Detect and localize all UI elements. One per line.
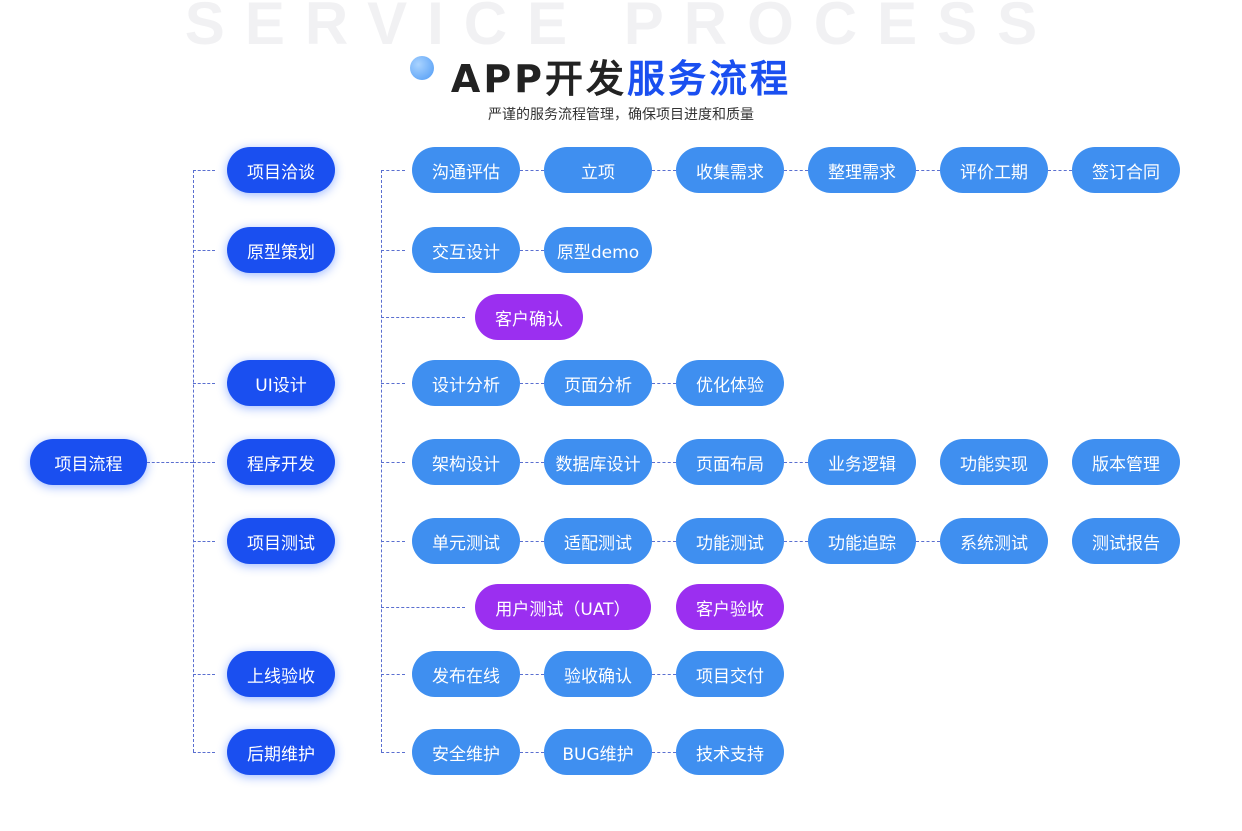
connector-line: [520, 674, 544, 675]
connector-line: [193, 752, 215, 753]
step-node: 数据库设计: [544, 439, 652, 485]
step-node: 适配测试: [544, 518, 652, 564]
connector-line: [784, 462, 808, 463]
connector-line: [652, 674, 676, 675]
connector-line: [193, 541, 215, 542]
connector-line: [652, 170, 676, 171]
connector-line: [381, 383, 405, 384]
connector-line: [784, 170, 808, 171]
stage-node: 上线验收: [227, 651, 335, 697]
trunk-line: [381, 170, 382, 752]
connector-line: [916, 170, 940, 171]
step-node: 设计分析: [412, 360, 520, 406]
stage-node: 项目洽谈: [227, 147, 335, 193]
step-node: 项目交付: [676, 651, 784, 697]
connector-line: [784, 541, 808, 542]
connector-line: [1048, 170, 1072, 171]
step-node: 收集需求: [676, 147, 784, 193]
connector-line: [381, 317, 465, 318]
connector-line: [652, 541, 676, 542]
connector-line: [520, 752, 544, 753]
trunk-line: [193, 170, 194, 752]
stage-node: 项目测试: [227, 518, 335, 564]
connector-line: [193, 674, 215, 675]
step-node: 页面布局: [676, 439, 784, 485]
connector-line: [916, 541, 940, 542]
connector-line: [520, 541, 544, 542]
watermark: SERVICE PROCESS: [184, 0, 1058, 57]
step-node: 系统测试: [940, 518, 1048, 564]
stage-node: 程序开发: [227, 439, 335, 485]
step-node: 单元测试: [412, 518, 520, 564]
connector-line: [381, 541, 405, 542]
connector-line: [193, 250, 215, 251]
step-node: 验收确认: [544, 651, 652, 697]
page-title: APP开发服务流程: [0, 58, 1242, 100]
step-node: BUG维护: [544, 729, 652, 775]
step-node: 发布在线: [412, 651, 520, 697]
connector-line: [193, 462, 215, 463]
connector-line: [652, 383, 676, 384]
step-node: 业务逻辑: [808, 439, 916, 485]
confirm-node: 用户测试（UAT）: [475, 584, 651, 630]
connector-line: [652, 752, 676, 753]
step-node: 功能测试: [676, 518, 784, 564]
step-node: 功能追踪: [808, 518, 916, 564]
step-node: 原型demo: [544, 227, 652, 273]
connector-line: [520, 383, 544, 384]
connector-line: [193, 170, 215, 171]
step-node: 整理需求: [808, 147, 916, 193]
title-blue: 服务流程: [627, 57, 792, 101]
confirm-node: 客户验收: [676, 584, 784, 630]
page-subtitle: 严谨的服务流程管理，确保项目进度和质量: [488, 107, 754, 123]
step-node: 测试报告: [1072, 518, 1180, 564]
connector-line: [520, 462, 544, 463]
connector-line: [381, 250, 405, 251]
step-node: 版本管理: [1072, 439, 1180, 485]
connector-line: [193, 383, 215, 384]
connector-line: [381, 674, 405, 675]
step-node: 技术支持: [676, 729, 784, 775]
stage-node: 原型策划: [227, 227, 335, 273]
step-node: 页面分析: [544, 360, 652, 406]
decorative-dot: [410, 56, 434, 80]
connector-line: [147, 462, 193, 463]
connector-line: [520, 250, 544, 251]
step-node: 安全维护: [412, 729, 520, 775]
connector-line: [520, 170, 544, 171]
root-node: 项目流程: [30, 439, 147, 485]
step-node: 交互设计: [412, 227, 520, 273]
step-node: 立项: [544, 147, 652, 193]
connector-line: [652, 462, 676, 463]
step-node: 沟通评估: [412, 147, 520, 193]
title-dark: APP开发: [450, 57, 628, 101]
connector-line: [381, 170, 405, 171]
confirm-node: 客户确认: [475, 294, 583, 340]
step-node: 优化体验: [676, 360, 784, 406]
step-node: 功能实现: [940, 439, 1048, 485]
connector-line: [381, 607, 465, 608]
step-node: 评价工期: [940, 147, 1048, 193]
connector-line: [381, 752, 405, 753]
step-node: 架构设计: [412, 439, 520, 485]
stage-node: 后期维护: [227, 729, 335, 775]
connector-line: [381, 462, 405, 463]
stage-node: UI设计: [227, 360, 335, 406]
step-node: 签订合同: [1072, 147, 1180, 193]
